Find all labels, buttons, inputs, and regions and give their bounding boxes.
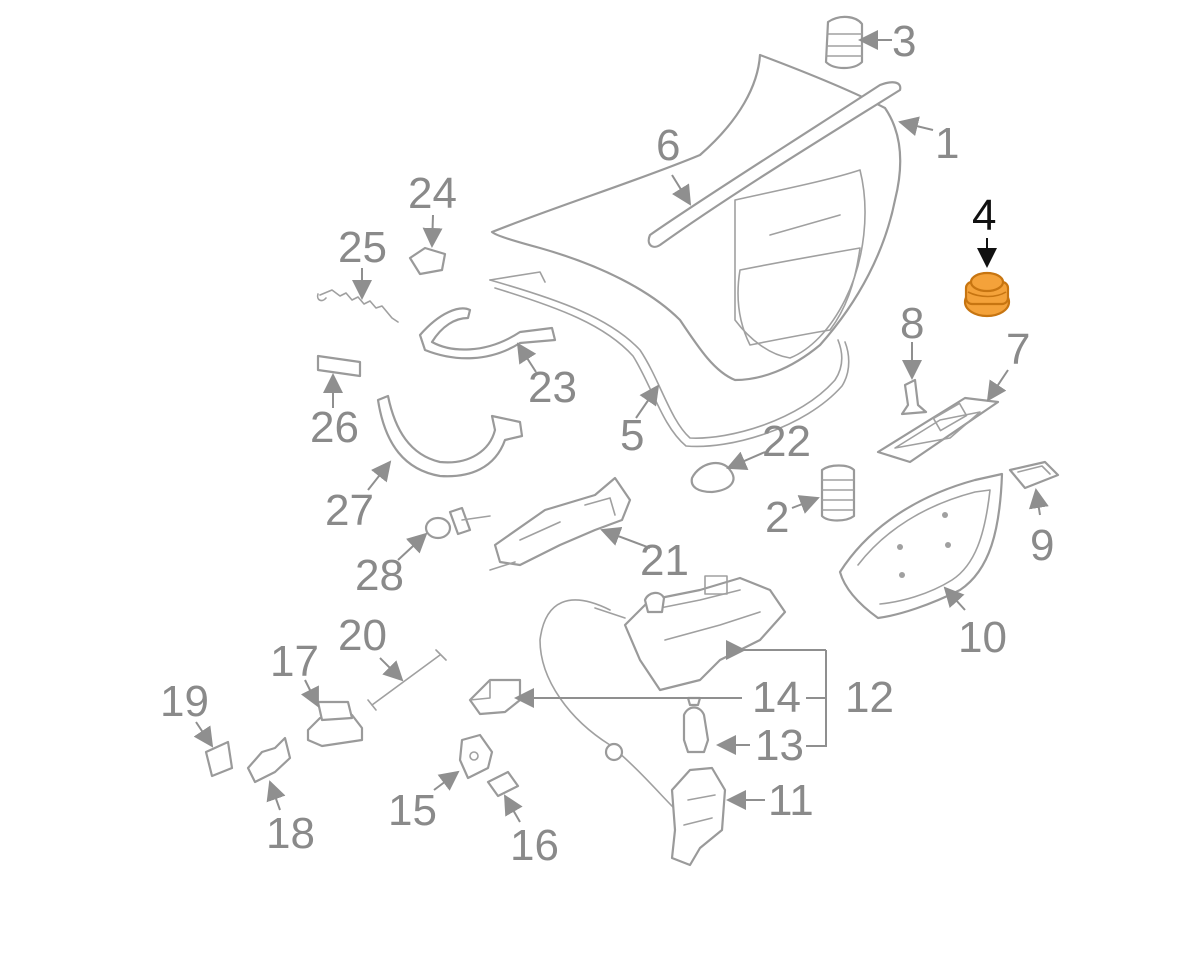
part-20-rod[interactable] xyxy=(367,649,447,711)
part-3-buffer[interactable] xyxy=(824,15,864,70)
callout-6: 6 xyxy=(656,121,680,170)
callout-7: 7 xyxy=(1006,325,1030,374)
callout-16: 16 xyxy=(510,821,559,870)
part-26-block[interactable] xyxy=(316,354,362,378)
callout-11: 11 xyxy=(768,776,814,825)
callout-4: 4 xyxy=(972,191,996,240)
callout-20: 20 xyxy=(338,611,387,660)
part-24-bracket[interactable] xyxy=(408,246,447,276)
callout-25: 25 xyxy=(338,223,387,272)
callout-5: 5 xyxy=(620,411,644,460)
callout-10: 10 xyxy=(958,613,1007,662)
callout-27: 27 xyxy=(325,486,374,535)
part-10-trim-panel[interactable] xyxy=(838,472,1004,620)
part-8-clip[interactable] xyxy=(900,378,928,416)
callout-15: 15 xyxy=(388,786,437,835)
callout-24: 24 xyxy=(408,169,457,218)
part-2-bellows[interactable] xyxy=(820,464,856,522)
callout-labels: 1 2 3 4 5 6 7 8 9 10 11 12 13 14 15 16 1… xyxy=(160,17,1054,870)
callout-14: 14 xyxy=(752,673,801,722)
part-18-bracket[interactable] xyxy=(246,736,292,784)
part-14-switch-block[interactable] xyxy=(468,678,522,716)
callout-3: 3 xyxy=(892,17,916,66)
callout-9: 9 xyxy=(1030,521,1054,570)
callout-22: 22 xyxy=(762,417,811,466)
callout-13: 13 xyxy=(755,721,804,770)
part-15-bracket[interactable] xyxy=(458,733,494,780)
part-19-clip[interactable] xyxy=(204,740,234,778)
part-16-small-block[interactable] xyxy=(486,770,520,798)
callout-18: 18 xyxy=(266,809,315,858)
callout-17: 17 xyxy=(270,637,319,686)
callout-23: 23 xyxy=(528,363,577,412)
callout-19: 19 xyxy=(160,677,209,726)
callout-28: 28 xyxy=(355,551,404,600)
part-27-hinge-arm[interactable] xyxy=(376,394,524,478)
callout-8: 8 xyxy=(900,299,924,348)
part-22-grommet[interactable] xyxy=(690,461,735,494)
part-21-lock-motor[interactable] xyxy=(489,476,632,571)
callout-26: 26 xyxy=(310,403,359,452)
part-4-rubber-stop[interactable] xyxy=(963,271,1011,318)
part-12-lock-assembly[interactable] xyxy=(623,575,787,692)
part-28-bolt[interactable] xyxy=(424,506,491,540)
part-6-spoiler[interactable] xyxy=(647,81,902,248)
part-9-switch[interactable] xyxy=(1008,460,1060,490)
part-23-hinge[interactable] xyxy=(418,307,557,360)
callout-21: 21 xyxy=(640,536,689,585)
part-25-spring[interactable] xyxy=(316,289,399,323)
part-13-bulb[interactable] xyxy=(682,696,710,754)
part-7-handle-panel[interactable] xyxy=(876,396,1000,464)
leader-lines xyxy=(193,30,1049,823)
part-11-latch[interactable] xyxy=(539,599,727,867)
callout-1: 1 xyxy=(935,119,959,168)
callout-12: 12 xyxy=(845,673,894,722)
part-17-actuator[interactable] xyxy=(306,700,364,748)
callout-2: 2 xyxy=(765,493,789,542)
part-5-seal[interactable] xyxy=(489,271,850,448)
